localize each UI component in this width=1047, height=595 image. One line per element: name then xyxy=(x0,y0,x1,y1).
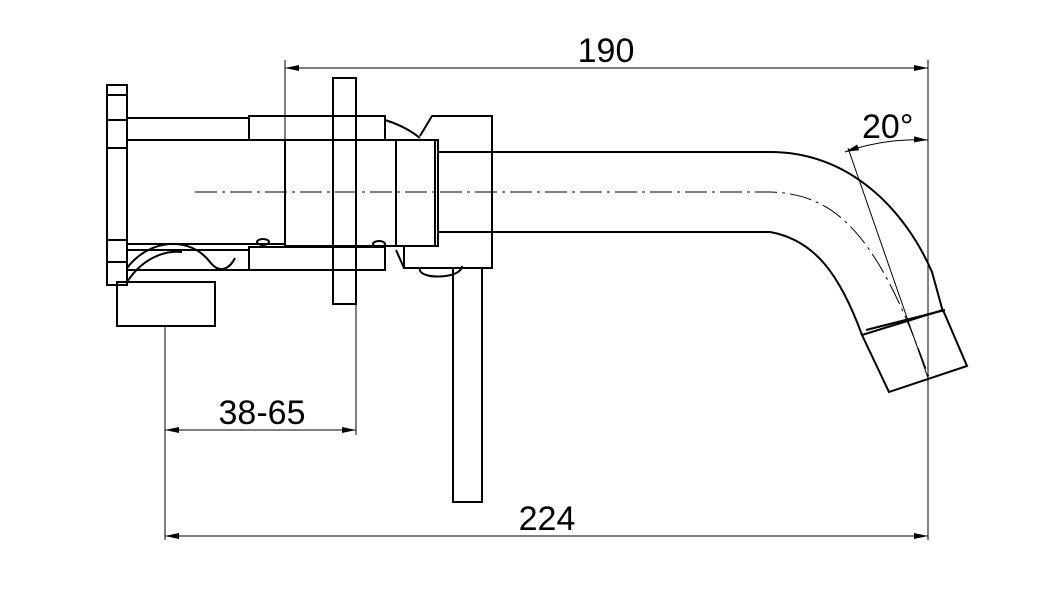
lower-threaded-rod xyxy=(126,249,250,271)
wall-plate xyxy=(332,77,357,305)
aerator-tip xyxy=(860,308,969,394)
spout-centerline xyxy=(195,191,931,381)
spout-pipe-top xyxy=(438,151,944,313)
rear-flange-plate xyxy=(106,84,128,286)
dimension-wall-thickness: 38-65 xyxy=(164,304,357,540)
spout-pipe-bottom xyxy=(438,231,863,336)
spout xyxy=(403,115,969,394)
concealed-box xyxy=(106,84,285,327)
upper-sleeve xyxy=(248,115,386,141)
dimension-overall-reach: 190 xyxy=(284,32,929,380)
dimension-38-65-label: 38-65 xyxy=(219,394,306,432)
dimension-190-label: 190 xyxy=(578,32,635,70)
valve-sleeve xyxy=(248,77,439,305)
lever-handle xyxy=(418,265,483,503)
valve-cartridge-body xyxy=(284,139,436,247)
dimension-spout-angle: 20° xyxy=(844,108,929,379)
dimension-224-label: 224 xyxy=(519,500,576,538)
locking-nut xyxy=(395,139,439,247)
dimension-20deg-label: 20° xyxy=(862,108,913,146)
inlet-housing xyxy=(116,281,216,327)
dimension-overall-length: 224 xyxy=(165,380,929,540)
upper-threaded-rod xyxy=(126,117,250,141)
inlet-curve xyxy=(126,242,236,271)
lower-sleeve xyxy=(248,246,386,271)
handle-lever xyxy=(452,267,483,503)
